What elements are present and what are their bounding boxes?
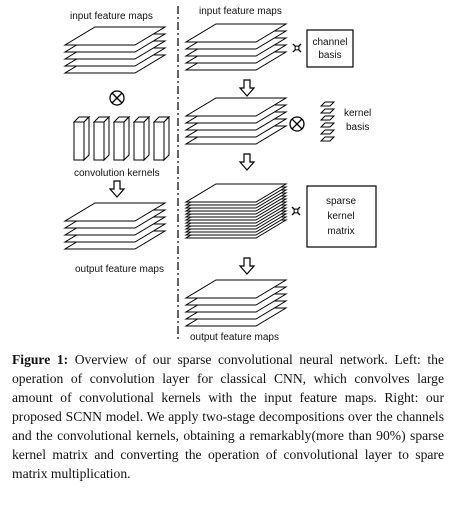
- left-output-stack: [63, 202, 167, 250]
- right-input-stack: [184, 23, 288, 71]
- channel-basis-label-line1: channel: [312, 37, 347, 48]
- sparse-matrix-label-line2: kernel: [327, 211, 354, 222]
- right-dense-stack: [184, 183, 288, 239]
- sparse-matrix-label-line3: matrix: [327, 226, 354, 237]
- right-output-label: output feature maps: [190, 332, 279, 343]
- kernel-basis-label-line1: kernel: [344, 108, 371, 119]
- down-arrow-icon: [238, 257, 256, 275]
- figure-diagram: input feature maps: [63, 6, 377, 343]
- figure-caption: Figure 1: Overview of our sparse convolu…: [12, 350, 444, 483]
- kernel-basis-label-line2: basis: [346, 122, 369, 133]
- channel-basis-box: [306, 29, 354, 68]
- kernel-basis-icon: [319, 101, 336, 142]
- convolution-operator-icon: [109, 90, 125, 106]
- sparse-kernel-matrix-box: [306, 185, 377, 248]
- right-output-stack: [184, 279, 288, 327]
- caption-text: Overview of our sparse convolutional neu…: [12, 352, 444, 481]
- left-output-label: output feature maps: [75, 264, 164, 275]
- channel-basis-label-line2: basis: [318, 50, 341, 61]
- right-input-label: input feature maps: [199, 6, 282, 17]
- convolution-kernels: [72, 115, 171, 162]
- caption-label: Figure 1:: [12, 352, 69, 367]
- left-input-label: input feature maps: [70, 11, 153, 22]
- convolution-operator-icon: [289, 116, 305, 132]
- multiply-icon: [292, 43, 302, 53]
- multiply-icon: [291, 206, 301, 216]
- right-middle-stack: [184, 97, 288, 145]
- sparse-matrix-label-line1: sparse: [326, 196, 356, 207]
- conv-kernels-label: convolution kernels: [74, 168, 160, 179]
- down-arrow-icon: [238, 79, 256, 97]
- down-arrow-icon: [108, 180, 126, 198]
- down-arrow-icon: [238, 153, 256, 171]
- left-input-stack: [63, 26, 167, 74]
